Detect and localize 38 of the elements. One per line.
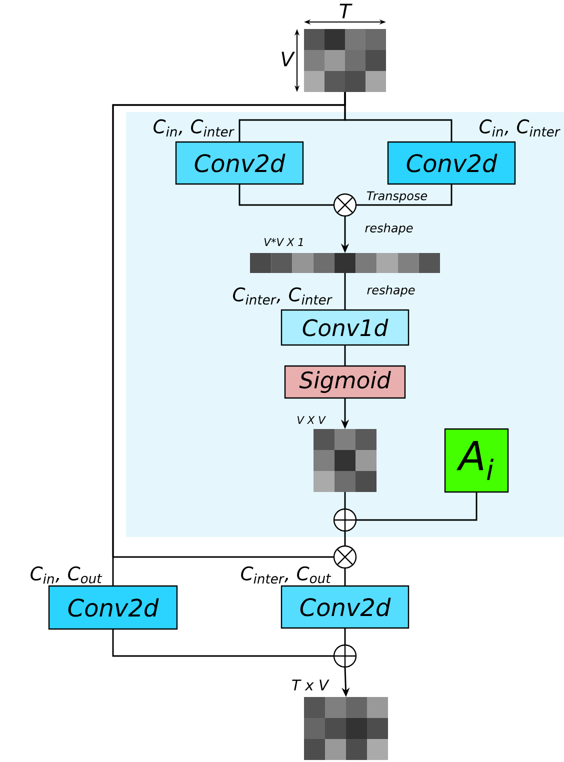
connector bbox=[112, 629, 334, 657]
connector bbox=[344, 568, 346, 586]
connector bbox=[344, 492, 346, 509]
matrix-box: A$_{i}$ bbox=[444, 428, 509, 493]
multiply-circle bbox=[333, 193, 357, 217]
matrix-grid bbox=[304, 29, 386, 92]
connector bbox=[344, 628, 346, 645]
edge-label: Transpose bbox=[365, 190, 429, 204]
size-label: V*V X 1 bbox=[264, 238, 303, 246]
connector bbox=[356, 492, 478, 521]
connector bbox=[344, 345, 346, 366]
multiply-circle bbox=[333, 545, 357, 569]
size-label: T x V bbox=[292, 680, 330, 690]
vector-bar bbox=[250, 253, 440, 273]
add-circle bbox=[333, 508, 357, 532]
channel-label: C$_{in}$, C$_{inter}$ bbox=[154, 119, 234, 137]
connector bbox=[344, 273, 346, 310]
matrix-grid bbox=[304, 697, 388, 760]
edge-label: reshape bbox=[365, 284, 417, 298]
channel-label: C$_{in}$, C$_{out}$ bbox=[30, 566, 102, 584]
layer-box: Sigmoid bbox=[284, 365, 406, 399]
connector bbox=[356, 184, 452, 206]
layer-box: Conv2d bbox=[280, 585, 410, 629]
channel-label: C$_{inter}$, C$_{inter}$ bbox=[233, 287, 332, 305]
channel-label: C$_{inter}$, C$_{out}$ bbox=[241, 566, 332, 584]
size-label: V X V bbox=[298, 416, 326, 424]
layer-box: Conv2d bbox=[175, 141, 304, 185]
add-circle bbox=[333, 644, 357, 668]
connector bbox=[344, 531, 346, 546]
connector bbox=[238, 184, 334, 206]
layer-box: Conv1d bbox=[280, 309, 410, 346]
dimension-label: T bbox=[340, 4, 352, 18]
layer-box: Conv2d bbox=[387, 141, 516, 185]
layer-box: Conv2d bbox=[48, 585, 178, 630]
edge-label: reshape bbox=[363, 222, 415, 236]
dimension-label: V bbox=[282, 52, 295, 66]
channel-label: C$_{in}$, C$_{inter}$ bbox=[480, 119, 560, 137]
matrix-grid bbox=[314, 429, 376, 492]
